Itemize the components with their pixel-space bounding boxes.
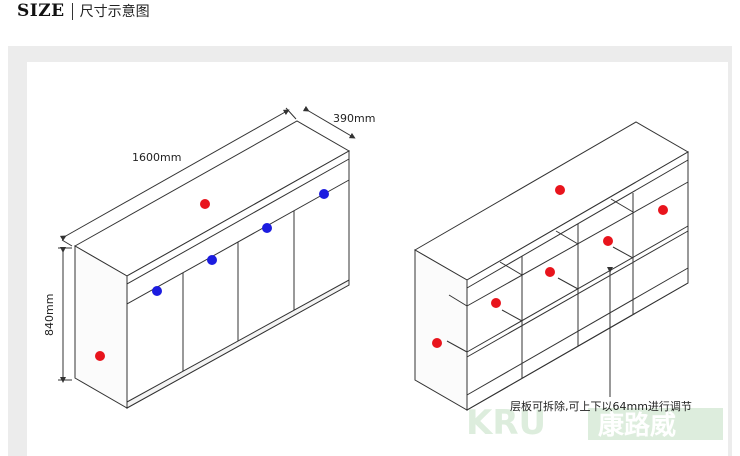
depth-dimension [302, 105, 356, 139]
width-dimension [59, 107, 297, 247]
open-cabinet [414, 121, 689, 411]
red-dot-shelf-3 [603, 236, 613, 246]
height-dimension [58, 247, 72, 383]
blue-dot-4 [319, 189, 329, 199]
page-header: SIZE 尺寸示意图 [17, 0, 150, 22]
red-dot-open-top [555, 185, 565, 195]
blue-dot-3 [262, 223, 272, 233]
height-label: 840mm [43, 294, 56, 336]
svg-text:KRU: KRU [466, 403, 546, 443]
width-label: 1600mm [132, 151, 181, 164]
red-dot-shelf-1 [491, 298, 501, 308]
blue-dot-2 [207, 255, 217, 265]
red-dot-side [95, 351, 105, 361]
red-dot-open-side [432, 338, 442, 348]
blue-dot-1 [152, 286, 162, 296]
red-dot-top [200, 199, 210, 209]
shelf-note: 层板可拆除,可上下以64mm进行调节 [510, 399, 692, 413]
watermark: KRU 康路威 [466, 403, 723, 443]
red-dot-shelf-4 [658, 205, 668, 215]
header-subtitle: 尺寸示意图 [79, 4, 150, 20]
depth-label: 390mm [333, 112, 375, 125]
red-dot-shelf-2 [545, 267, 555, 277]
header-divider [71, 2, 73, 20]
header-title: SIZE [17, 1, 65, 21]
svg-text:康路威: 康路威 [598, 410, 676, 441]
